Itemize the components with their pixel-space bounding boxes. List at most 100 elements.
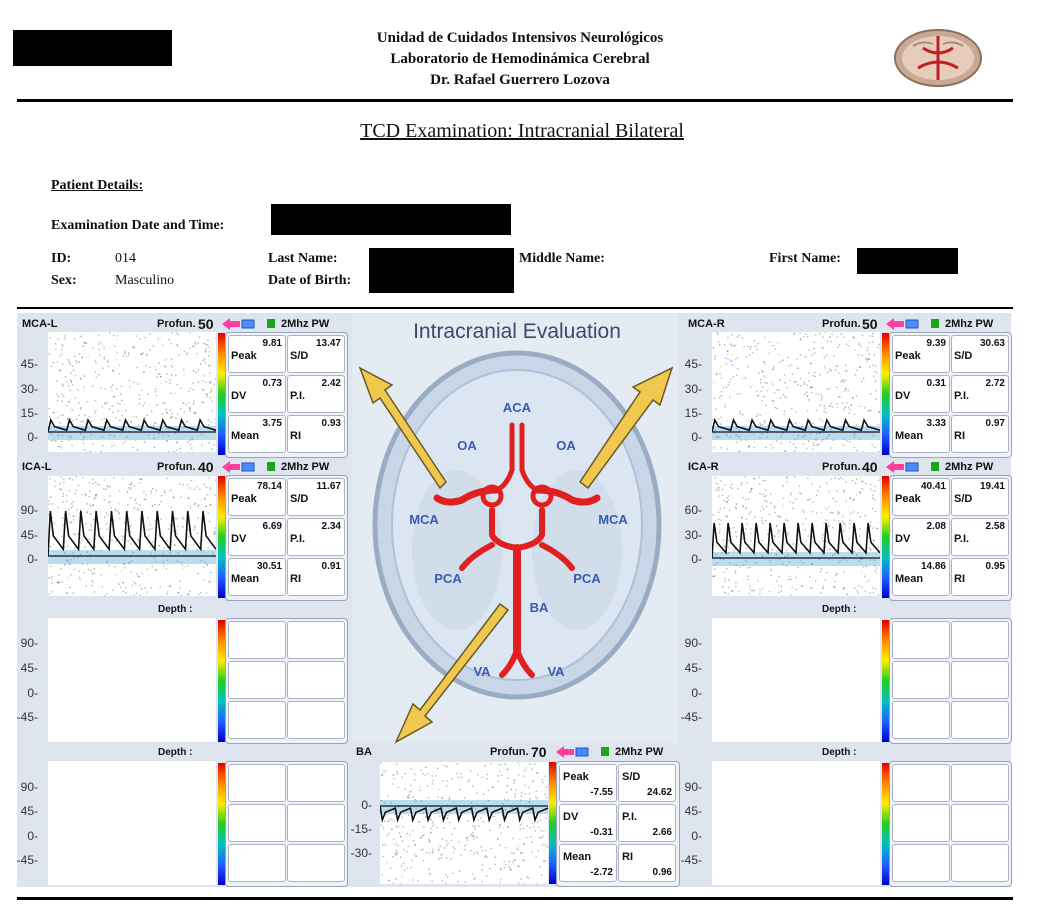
label-mca-left: MCA xyxy=(409,512,439,527)
tick: 45- xyxy=(20,357,38,371)
intracranial-diagram: ACA OA OA MCA MCA PCA PCA BA VA VA xyxy=(372,350,662,700)
depth-value: 40 xyxy=(862,459,878,475)
tick: 0- xyxy=(27,686,38,700)
depth-label: Depth : xyxy=(158,604,193,615)
depth-value: 50 xyxy=(862,316,878,332)
empty-cell xyxy=(951,701,1009,739)
tick: 90- xyxy=(684,780,702,794)
sex-value: Masculino xyxy=(115,273,175,288)
empty-cell xyxy=(228,661,286,699)
pi-cell: P.I.2.72 xyxy=(951,375,1009,413)
probe-indicator xyxy=(931,462,939,471)
tick: -45- xyxy=(16,710,38,724)
color-scale xyxy=(882,620,889,742)
panel-name: ICA-R xyxy=(688,461,719,473)
depth-value: 50 xyxy=(198,316,214,332)
doppler-waveform xyxy=(48,332,216,452)
exam-date-label: Examination Date and Time: xyxy=(51,218,225,233)
probe-indicator xyxy=(601,747,609,756)
empty-cell xyxy=(287,804,345,842)
direction-arrow-icon xyxy=(556,745,594,763)
tick: -45- xyxy=(16,853,38,867)
empty-measurements-table xyxy=(889,618,1012,744)
waveform-plot xyxy=(48,476,216,596)
empty-cell xyxy=(228,621,286,659)
redacted-first-name xyxy=(857,248,958,274)
direction-arrow-icon xyxy=(886,317,924,335)
tick: 45- xyxy=(684,661,702,675)
tick: 90- xyxy=(20,636,38,650)
mode-label: 2Mhz PW xyxy=(945,461,994,473)
tick: 90- xyxy=(20,503,38,517)
tick: 30- xyxy=(20,382,38,396)
tick: 90- xyxy=(684,636,702,650)
profun-label: Profun. xyxy=(822,461,861,473)
empty-cell xyxy=(228,764,286,802)
profun-label: Profun. xyxy=(157,318,196,330)
mode-label: 2Mhz PW xyxy=(615,746,664,758)
doppler-waveform xyxy=(380,762,548,884)
tick: -15- xyxy=(350,822,372,836)
tick: 45- xyxy=(684,804,702,818)
arrow-to-mca-l xyxy=(358,366,447,490)
empty-cell xyxy=(892,844,950,882)
empty-cell xyxy=(228,844,286,882)
color-scale xyxy=(882,333,889,455)
panel-name: ICA-L xyxy=(22,461,52,473)
mode-label: 2Mhz PW xyxy=(281,461,330,473)
patient-details-heading: Patient Details: xyxy=(51,178,144,193)
label-mca-right: MCA xyxy=(598,512,628,527)
doppler-waveform xyxy=(712,332,880,452)
tick: 0- xyxy=(691,430,702,444)
empty-cell xyxy=(287,661,345,699)
empty-cell xyxy=(951,661,1009,699)
probe-indicator xyxy=(267,462,275,471)
redacted-last-name-dob xyxy=(369,248,514,293)
sex-label: Sex: xyxy=(51,273,77,288)
tick: 0- xyxy=(27,552,38,566)
dob-label: Date of Birth: xyxy=(268,273,352,288)
tick: 0- xyxy=(691,552,702,566)
tick: 0- xyxy=(27,829,38,843)
color-scale xyxy=(218,476,225,598)
mode-label: 2Mhz PW xyxy=(281,318,330,330)
panel-name: MCA-L xyxy=(22,318,58,330)
pi-cell: P.I.2.34 xyxy=(287,518,345,556)
label-aca: ACA xyxy=(503,400,532,415)
header-line-2: Laboratorio de Hemodinámica Cerebral xyxy=(390,51,650,67)
tick: -45- xyxy=(680,710,702,724)
tick: -45- xyxy=(680,853,702,867)
profun-label: Profun. xyxy=(490,746,529,758)
panel-name: MCA-R xyxy=(688,318,725,330)
empty-measurements-table xyxy=(889,761,1012,887)
empty-cell xyxy=(951,621,1009,659)
tick: 0- xyxy=(691,829,702,843)
tick: 15- xyxy=(684,406,702,420)
direction-arrow-icon xyxy=(886,460,924,478)
depth-label: Depth : xyxy=(822,604,857,615)
tick: 45- xyxy=(20,804,38,818)
empty-cell xyxy=(287,764,345,802)
last-name-label: Last Name: xyxy=(268,251,338,266)
color-scale xyxy=(218,763,225,885)
header-line-3: Dr. Rafael Guerrero Lozova xyxy=(430,72,610,88)
id-value: 014 xyxy=(115,251,136,266)
waveform-plot xyxy=(48,332,216,452)
color-scale xyxy=(218,333,225,455)
waveform-plot xyxy=(712,476,880,596)
pi-cell: P.I.2.42 xyxy=(287,375,345,413)
tick: 45- xyxy=(684,357,702,371)
empty-cell xyxy=(892,701,950,739)
color-scale xyxy=(882,763,889,885)
